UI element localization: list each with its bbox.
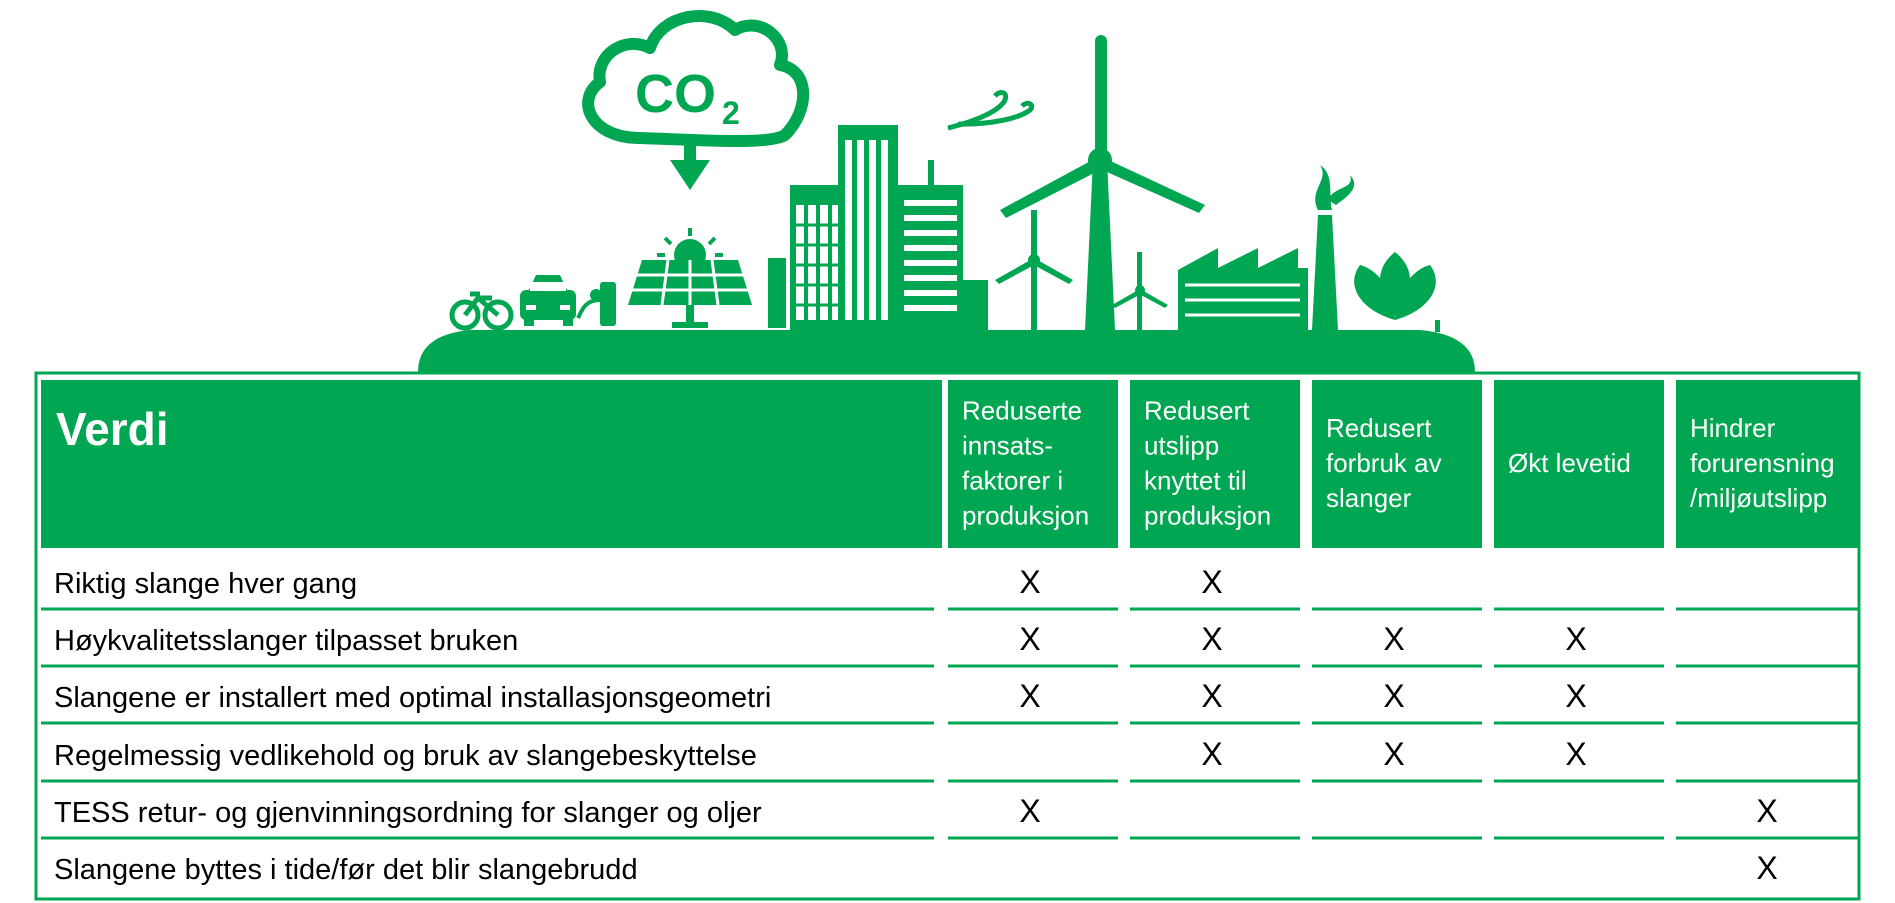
column-header-text: produksjon xyxy=(962,501,1089,531)
check-mark: X xyxy=(1565,736,1586,772)
co2-text: CO xyxy=(635,64,716,124)
check-mark: X xyxy=(1201,564,1222,600)
row-label: Slangene byttes i tide/før det blir slan… xyxy=(54,854,638,886)
check-mark: X xyxy=(1019,564,1040,600)
column-header-text: knyttet til xyxy=(1144,466,1247,496)
column-header-text: Økt levetid xyxy=(1508,448,1631,478)
column-header-cell xyxy=(948,380,1118,548)
factory-icon xyxy=(1178,215,1338,330)
check-mark: X xyxy=(1019,678,1040,714)
column-header-text: faktorer i xyxy=(962,466,1063,496)
leaf-icon xyxy=(1354,252,1440,332)
check-mark: X xyxy=(1383,621,1404,657)
column-header-text: slanger xyxy=(1326,483,1412,513)
column-header-text: utslipp xyxy=(1144,431,1219,461)
check-mark: X xyxy=(1565,621,1586,657)
wind-gust-icon xyxy=(947,90,1035,131)
skyscraper-icon xyxy=(768,125,988,330)
check-mark: X xyxy=(1019,621,1040,657)
car-icon xyxy=(520,275,576,326)
check-mark: X xyxy=(1201,736,1222,772)
column-header-cell xyxy=(1494,380,1664,548)
check-mark: X xyxy=(1565,678,1586,714)
column-header-text: innsats- xyxy=(962,431,1053,461)
wind-turbine-icon xyxy=(995,35,1205,330)
check-mark: X xyxy=(1201,621,1222,657)
bicycle-icon xyxy=(449,291,514,331)
column-header-text: Redusert xyxy=(1144,396,1250,426)
column-header-text: Redusert xyxy=(1326,413,1432,443)
co2-subscript: 2 xyxy=(722,95,740,131)
row-label: Høykvalitetsslanger tilpasset bruken xyxy=(54,625,518,657)
check-mark: X xyxy=(1756,793,1777,829)
row-label: Slangene er installert med optimal insta… xyxy=(54,682,771,714)
table-border xyxy=(34,371,1861,901)
column-header-cell xyxy=(1312,380,1482,548)
check-mark: X xyxy=(1383,678,1404,714)
smoke-icon xyxy=(1315,165,1355,210)
row-label: TESS retur- og gjenvinningsordning for s… xyxy=(54,797,762,829)
check-mark: X xyxy=(1383,736,1404,772)
column-header-cell xyxy=(1130,380,1300,548)
check-mark: X xyxy=(1019,793,1040,829)
column-header-text: forbruk av xyxy=(1326,448,1442,478)
row-label: Regelmessig vedlikehold og bruk av slang… xyxy=(54,740,757,772)
ground-hill xyxy=(418,330,1475,372)
column-header-text: /miljøutslipp xyxy=(1690,483,1827,513)
arrow-down-icon xyxy=(670,135,710,190)
column-header-text: forurensning xyxy=(1690,448,1835,478)
column-header-cell xyxy=(1676,380,1859,548)
table-title: Verdi xyxy=(56,403,169,455)
charger-icon xyxy=(576,282,616,326)
co2-cloud-icon: CO 2 xyxy=(582,10,810,148)
column-header-text: Hindrer xyxy=(1690,413,1776,443)
check-mark: X xyxy=(1756,850,1777,886)
header-title-cell xyxy=(41,380,942,548)
column-header-text: Reduserte xyxy=(962,396,1082,426)
check-mark: X xyxy=(1201,678,1222,714)
solar-panel-icon xyxy=(628,259,752,328)
row-label: Riktig slange hver gang xyxy=(54,568,357,600)
column-header-text: produksjon xyxy=(1144,501,1271,531)
